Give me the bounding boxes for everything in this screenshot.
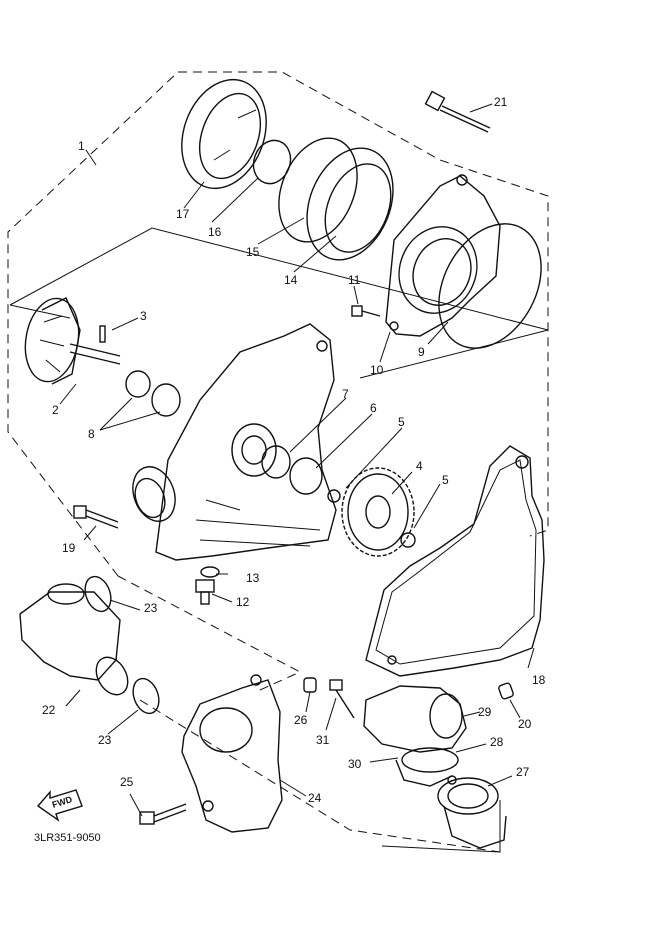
- callout-4: 4: [416, 459, 423, 473]
- thermostat-boundary: [381, 800, 501, 853]
- callout-23a: 23: [144, 601, 158, 615]
- callout-31: 31: [316, 733, 330, 747]
- callout-2: 2: [52, 403, 59, 417]
- callout-14: 14: [284, 273, 298, 287]
- cover-10: [385, 174, 501, 337]
- callout-1: 1: [78, 139, 85, 153]
- callout-12: 12: [236, 595, 250, 609]
- bolt-25: [139, 803, 187, 825]
- pipe-22: [19, 583, 129, 696]
- callout-5b: 5: [442, 473, 449, 487]
- seal-8a: [125, 370, 151, 398]
- callout-24: 24: [308, 791, 322, 805]
- callout-27: 27: [516, 765, 530, 779]
- callout-6: 6: [370, 401, 377, 415]
- thermostat-27: [437, 775, 507, 849]
- gasket-30: [395, 759, 453, 787]
- callout-20: 20: [518, 717, 532, 731]
- pump-housing: [132, 323, 337, 561]
- callout-15: 15: [246, 245, 260, 259]
- cover-29: [363, 685, 467, 753]
- fwd-arrow-icon: [36, 789, 83, 822]
- assembly-boundary: [7, 71, 549, 673]
- callout-29: 29: [478, 705, 492, 719]
- oring-15: [278, 137, 358, 243]
- gear-4: [341, 467, 415, 557]
- seal-8b: [151, 383, 181, 417]
- leader-lines: [59, 103, 535, 817]
- seal-14: [306, 147, 394, 261]
- plug-26: [303, 677, 317, 693]
- impeller-2: [24, 297, 121, 385]
- callout-3: 3: [140, 309, 147, 323]
- lower-boundary: [139, 671, 501, 853]
- bolt-21: [424, 90, 491, 133]
- bolt-19: [73, 505, 119, 529]
- callout-10: 10: [370, 363, 384, 377]
- callout-17: 17: [176, 207, 190, 221]
- bolt-11: [351, 305, 381, 317]
- oring-23b: [132, 677, 160, 715]
- callout-5a: 5: [398, 415, 405, 429]
- callout-26: 26: [294, 713, 308, 727]
- callout-16: 16: [208, 225, 222, 239]
- oring-9: [438, 223, 542, 349]
- circlip-5b: [400, 532, 416, 548]
- callout-18: 18: [532, 673, 546, 687]
- drawing-code: 3LR351-9050: [34, 832, 101, 844]
- circlip-5a: [327, 489, 341, 503]
- callout-21: 21: [494, 95, 508, 109]
- callout-7: 7: [342, 387, 349, 401]
- callout-9: 9: [418, 345, 425, 359]
- callout-11: 11: [348, 273, 361, 287]
- callout-25: 25: [120, 775, 134, 789]
- plug-20: [498, 682, 514, 700]
- callout-23b: 23: [98, 733, 112, 747]
- callout-22: 22: [42, 703, 56, 717]
- callout-19: 19: [62, 541, 76, 555]
- callout-13: 13: [246, 571, 260, 585]
- oring-23a: [84, 575, 112, 613]
- oring-28: [401, 747, 459, 773]
- callout-30: 30: [348, 757, 362, 771]
- housing-24: [181, 674, 283, 833]
- callout-28: 28: [490, 735, 504, 749]
- bolt-12: [195, 579, 215, 605]
- bolt-31: [329, 679, 355, 719]
- gasket-18: [365, 445, 545, 677]
- seal-17: [181, 78, 267, 190]
- oring-13: [200, 566, 220, 578]
- callout-8: 8: [88, 427, 95, 441]
- inner-panel-boundary: [9, 227, 549, 379]
- pin-3: [99, 325, 106, 343]
